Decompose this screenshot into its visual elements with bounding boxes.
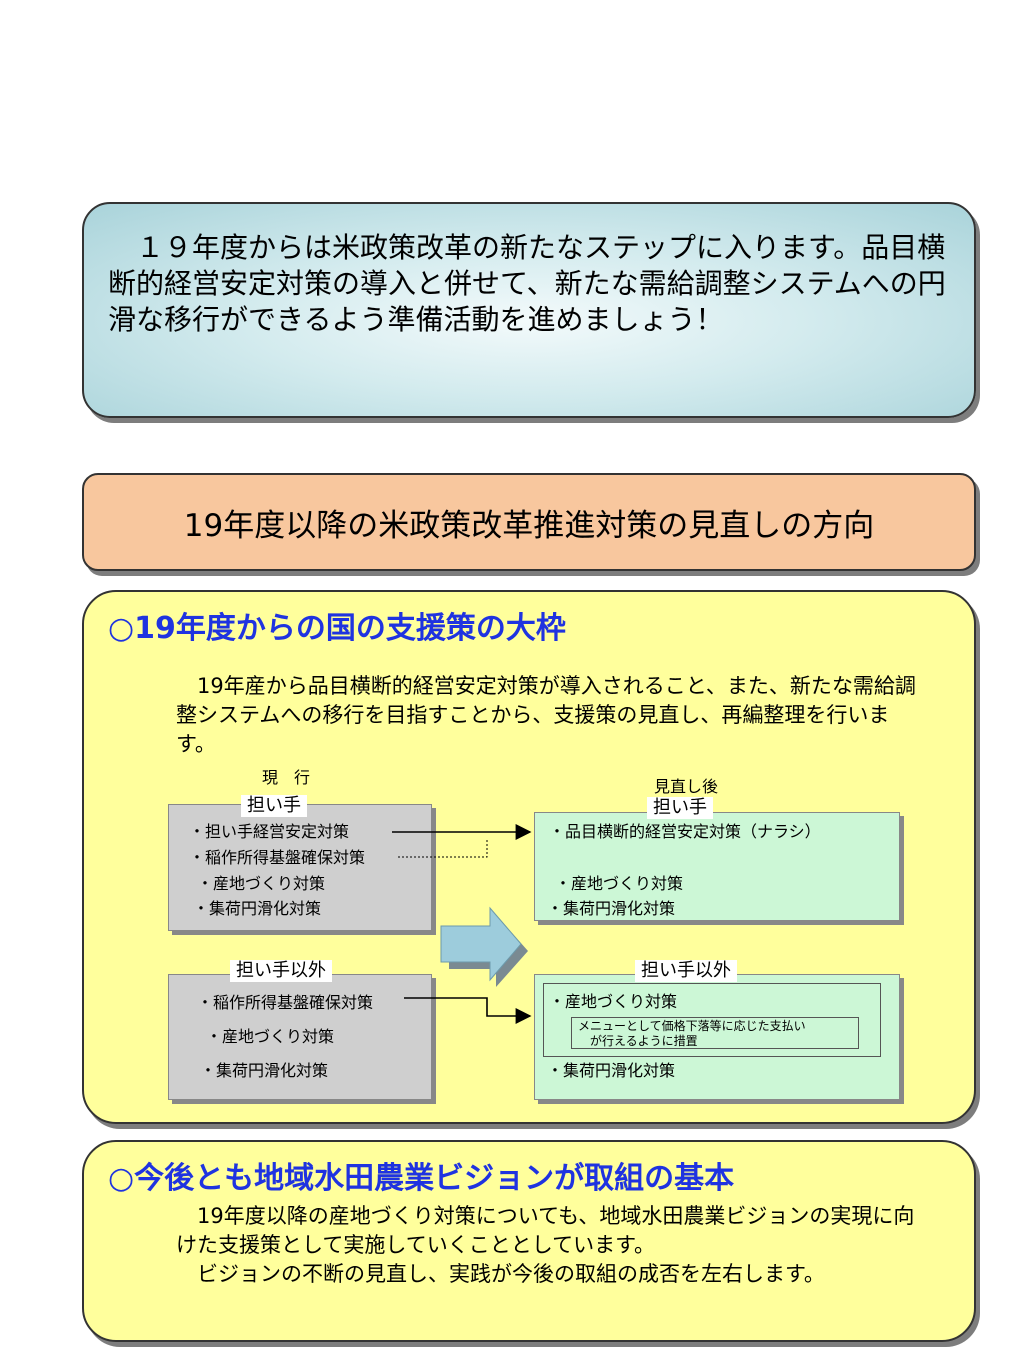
support-framework-body: 19年産から品目横断的経営安定対策が導入されること、また、新たな需給調整システム…: [176, 674, 916, 756]
current-others-panel: [168, 974, 432, 1100]
vision-body: 19年度以降の産地づくり対策についても、地域水田農業ビジョンの実現に向けた支援策…: [176, 1204, 915, 1286]
revised-ninaite-item: ・品目横断的経営安定対策（ナラシ）: [549, 822, 821, 841]
section-header-title: 19年度以降の米政策改革推進対策の見直しの方向: [183, 507, 875, 544]
revised-ninaite-panel: [534, 812, 900, 921]
current-ninaite-item: ・稲作所得基盤確保対策: [189, 848, 366, 867]
section-header: 19年度以降の米政策改革推進対策の見直しの方向: [82, 473, 976, 571]
current-ninaite-panel: [168, 804, 432, 931]
support-framework-title: ○19年度からの国の支援策の大枠: [108, 611, 566, 646]
dotted-connector: [398, 840, 488, 858]
vision-box: [82, 1140, 976, 1342]
vision-title: ○今後とも地域水田農業ビジョンが取組の基本: [108, 1161, 735, 1196]
current-others-item: ・集荷円滑化対策: [200, 1061, 329, 1080]
intro-text: １９年度からは米政策改革の新たなステップに入ります。品目横断的経営安定対策の導入…: [108, 231, 946, 336]
revised-others-item: ・集荷円滑化対策: [547, 1061, 676, 1080]
revised-ninaite-item: ・産地づくり対策: [555, 874, 684, 893]
revised-others-item: ・産地づくり対策: [549, 992, 678, 1011]
current-ninaite-item: ・集荷円滑化対策: [193, 899, 322, 918]
current-ninaite-label: 担い手: [241, 795, 307, 817]
arrow-to-revised-others: [404, 997, 532, 1024]
revised-others-label: 担い手以外: [635, 960, 737, 982]
revised-others-note: メニューとして価格下落等に応じた支払い が行えるように措置: [571, 1017, 859, 1049]
intro-box: [82, 202, 976, 418]
revised-label: 見直し後: [654, 777, 719, 796]
big-arrow: [440, 906, 522, 982]
revised-ninaite-label: 担い手: [647, 797, 713, 819]
current-others-label: 担い手以外: [230, 960, 332, 982]
current-others-item: ・産地づくり対策: [206, 1027, 335, 1046]
current-ninaite-item: ・産地づくり対策: [197, 874, 326, 893]
current-others-item: ・稲作所得基盤確保対策: [197, 993, 374, 1012]
current-label: 現 行: [262, 768, 311, 787]
revised-others-inner-box: [543, 983, 881, 1057]
revised-ninaite-item: ・集荷円滑化対策: [547, 899, 676, 918]
current-ninaite-item: ・担い手経営安定対策: [189, 822, 350, 841]
